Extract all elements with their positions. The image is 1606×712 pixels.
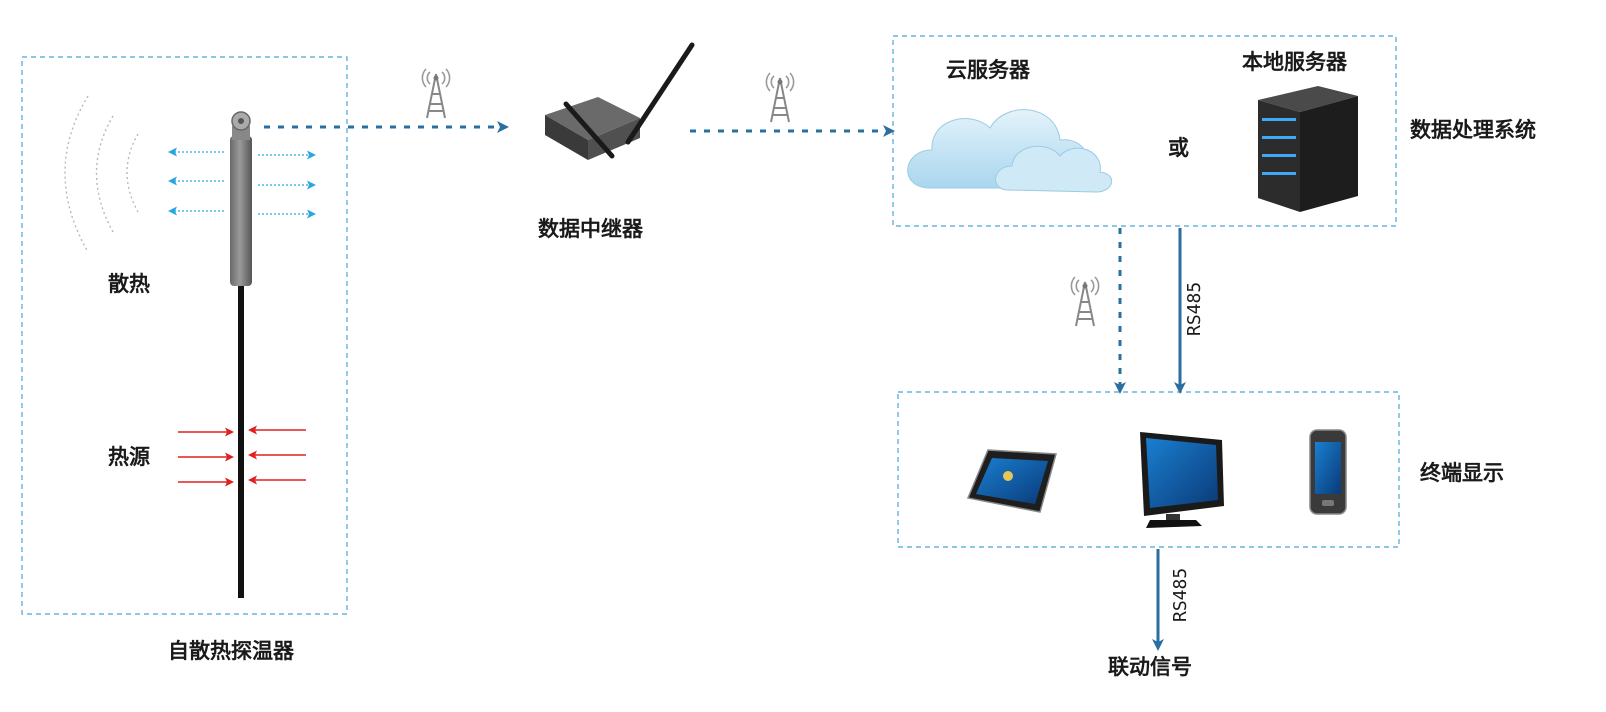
label-linkage-signal: 联动信号 — [1108, 655, 1192, 679]
label-local-server: 本地服务器 — [1242, 50, 1347, 74]
terminal-box — [897, 391, 1400, 548]
label-processing-system: 数据处理系统 — [1410, 118, 1536, 142]
cloud-icon — [907, 109, 1112, 193]
wireless-tower-icon — [421, 68, 451, 119]
monitor-icon — [1140, 432, 1224, 528]
heat-out-arrows — [168, 147, 316, 219]
label-relay: 数据中继器 — [538, 217, 643, 241]
label-heat-source: 热源 — [108, 445, 150, 469]
label-or: 或 — [1168, 136, 1189, 160]
label-cloud-server: 云服务器 — [946, 58, 1030, 82]
label-sensor: 自散热探温器 — [168, 639, 294, 663]
probe-icon — [230, 111, 252, 598]
server-icon — [1258, 86, 1358, 212]
label-rs485-upper: RS485 — [1184, 281, 1205, 336]
label-rs485-lower: RS485 — [1170, 567, 1191, 622]
heat-in-arrows — [178, 425, 306, 487]
tablet-icon — [966, 449, 1057, 513]
label-heat-dissipation: 散热 — [108, 272, 150, 296]
sensor-box — [21, 56, 348, 615]
heat-wave-icon — [64, 95, 139, 253]
router-icon — [545, 42, 695, 160]
label-terminal-display: 终端显示 — [1420, 461, 1504, 485]
phone-icon — [1309, 429, 1347, 515]
wireless-tower-icon — [1070, 276, 1100, 327]
wireless-tower-icon — [765, 72, 795, 123]
